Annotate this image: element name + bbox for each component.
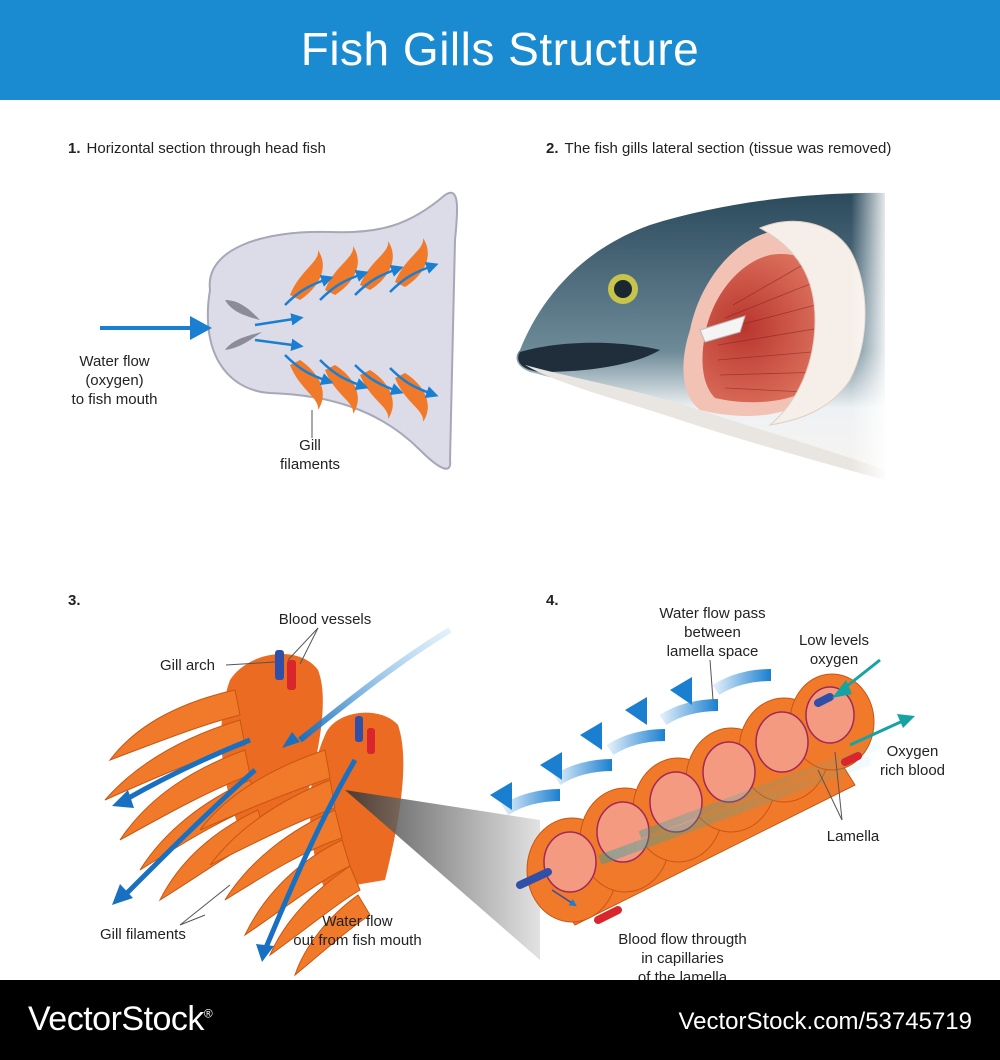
oxygen-rich-label: Oxygen rich blood xyxy=(870,742,955,780)
vein-vessel-front xyxy=(355,716,363,742)
internal-flow-arrows xyxy=(254,261,439,399)
blood-flow-line2: in capillaries xyxy=(641,950,724,967)
gill-filaments-front xyxy=(199,749,371,977)
water-out-line2: out from fish mouth xyxy=(293,932,422,949)
panel-2-caption: 2. The fish gills lateral section (tissue… xyxy=(546,140,891,157)
oxygen-rich-line1: Oxygen xyxy=(886,743,939,760)
low-oxygen-line1: Low levels xyxy=(798,632,870,649)
blood-flow-line1: Blood flow througth xyxy=(618,931,747,948)
lamella-label: Lamella xyxy=(826,828,880,845)
footer-bar xyxy=(0,980,1000,1060)
gill-label-line2: filaments xyxy=(279,456,341,473)
water-out-line1: Water flow xyxy=(322,913,393,930)
water-flow-label-line3: to fish mouth xyxy=(71,391,158,408)
gill-arch-diagram xyxy=(104,627,452,977)
fish-head-illustration xyxy=(516,190,890,485)
water-flow-label-line2: (oxygen) xyxy=(85,372,144,389)
capillary-networks xyxy=(543,686,855,893)
low-oxygen-line2: oxygen xyxy=(809,651,859,668)
low-oxygen-label: Low levels oxygen xyxy=(784,631,884,669)
panel-1-number: 1. xyxy=(68,140,81,157)
water-pass-label: Water flow pass between lamella space xyxy=(645,604,780,661)
outgoing-artery xyxy=(594,906,622,924)
vein-vessel-back xyxy=(275,650,284,680)
panel-4-caption: 4. xyxy=(546,592,565,609)
incoming-vein xyxy=(516,868,552,889)
water-flow-arrows xyxy=(490,669,772,816)
blood-flow-line3: of the lamella xyxy=(637,969,728,980)
artery-vessel-back xyxy=(287,660,296,690)
image-credit[interactable]: VectorStock.com/53745719 xyxy=(678,1008,972,1035)
blood-flow-label: Blood flow througth in capillaries of th… xyxy=(600,930,765,980)
head-section-diagram xyxy=(100,191,459,470)
gill-filaments-label-p3: Gill filaments xyxy=(100,926,186,943)
gill-label-line1: Gill xyxy=(299,437,321,454)
panel-3-number: 3. xyxy=(68,592,81,609)
water-pass-line3: lamella space xyxy=(666,643,759,660)
water-flow-label: Water flow (oxygen) to fish mouth xyxy=(52,352,177,409)
brand-name: VectorStock xyxy=(28,1000,204,1038)
panel-3-caption: 3. xyxy=(68,592,87,609)
title-banner xyxy=(0,0,1000,100)
panel-2-caption-text: The fish gills lateral section (tissue w… xyxy=(564,140,892,157)
water-flow-label-line1: Water flow xyxy=(79,353,150,370)
artery-vessel-front xyxy=(367,728,375,754)
panel-1-caption: 1. Horizontal section through head fish xyxy=(68,140,326,157)
gill-filaments-back xyxy=(104,689,266,902)
water-pass-line1: Water flow pass xyxy=(659,605,766,622)
panel-1-caption-text: Horizontal section through head fish xyxy=(86,140,326,157)
zoom-cone xyxy=(345,790,540,960)
panel-4-number: 4. xyxy=(546,592,559,609)
brand-reg-mark: ® xyxy=(203,1006,213,1021)
page-title: Fish Gills Structure xyxy=(300,23,700,75)
water-pass-line2: between xyxy=(684,624,741,641)
gill-arch-label: Gill arch xyxy=(160,657,216,674)
panel-2-number: 2. xyxy=(546,140,559,157)
gill-filaments-label-p1: Gill filaments xyxy=(260,436,360,474)
blood-vessels-label: Blood vessels xyxy=(278,611,372,628)
lamella-diagram xyxy=(490,658,915,926)
oxygen-rich-line2: rich blood xyxy=(879,762,946,779)
water-out-label: Water flow out from fish mouth xyxy=(285,912,430,950)
brand-logo: VectorStock® xyxy=(28,1000,213,1039)
